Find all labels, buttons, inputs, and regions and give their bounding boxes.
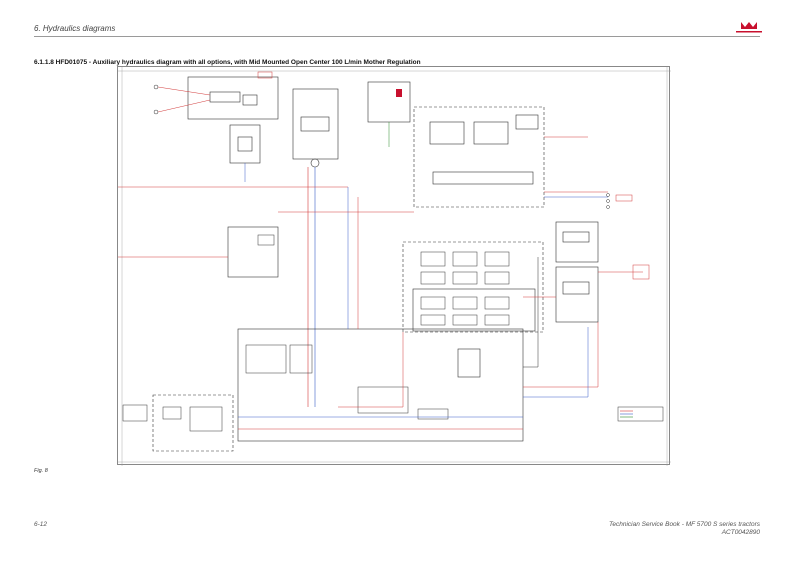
chapter-title: 6. Hydraulics diagrams [34, 24, 116, 33]
hydraulic-diagram [117, 66, 671, 466]
priority-valve-block [367, 81, 411, 147]
book-code: ACT0042890 [721, 529, 760, 536]
bottom-main-block [237, 328, 524, 442]
page-number: 6-12 [34, 521, 48, 528]
right-valve-blocks [555, 221, 650, 323]
legend-block [617, 406, 664, 422]
check-valve-block [229, 124, 261, 182]
header-rule [34, 36, 760, 37]
bottom-left-valve-block [122, 394, 234, 452]
hydraulic-schematic [118, 67, 671, 466]
middle-valve-stack [402, 241, 544, 333]
frame-ruler [118, 67, 671, 466]
rear-couplers [606, 193, 633, 209]
section-title: 6.1.1.8 HFD01075 - Auxiliary hydraulics … [34, 59, 421, 66]
brand-logo-icon [736, 22, 762, 33]
top-right-distributor-block [413, 106, 608, 208]
book-title: Technician Service Book - MF 5700 S seri… [608, 521, 760, 528]
left-mid-valve [118, 186, 348, 278]
connecting-lines [278, 187, 599, 408]
top-left-valve-block [153, 71, 279, 120]
pump-block [292, 88, 339, 407]
figure-caption: Fig. 8 [34, 468, 48, 474]
